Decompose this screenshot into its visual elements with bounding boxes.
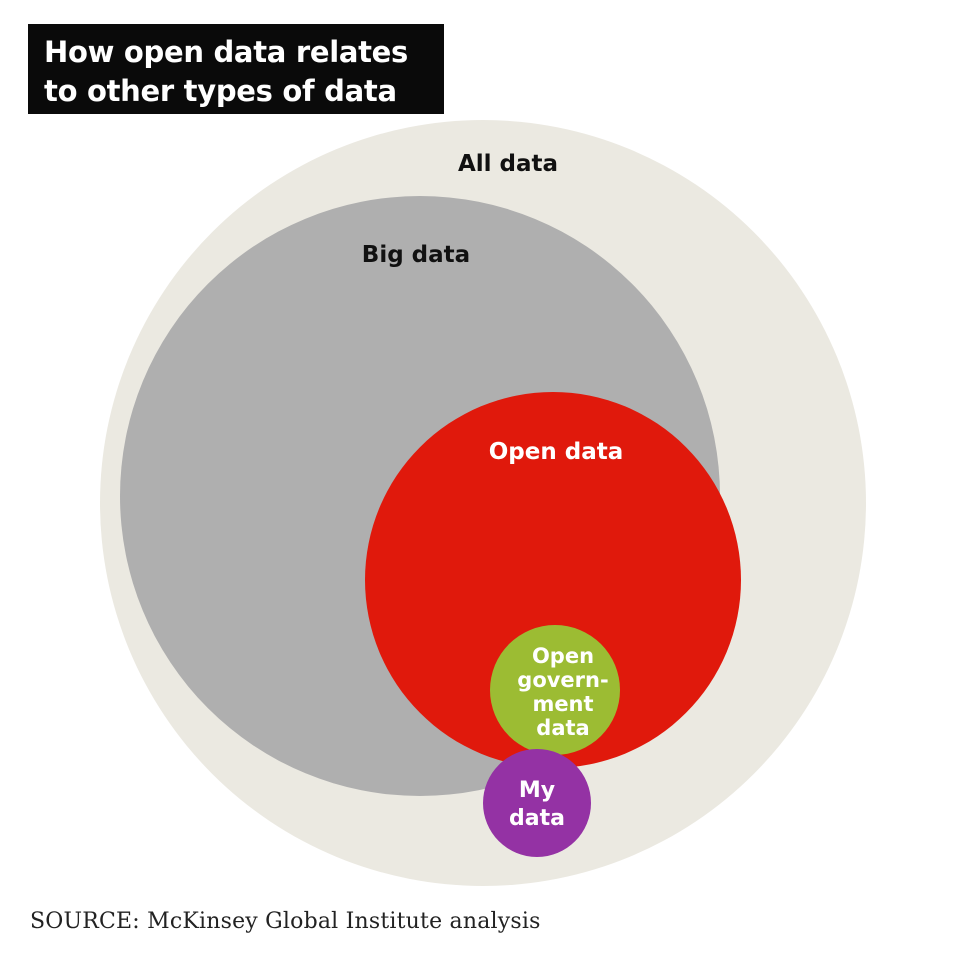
- big-data-label: Big data: [362, 242, 470, 268]
- open-government-data-label-line-4: data: [536, 716, 589, 740]
- open-government-data-label-line-2: govern-: [517, 668, 608, 692]
- open-government-data-circle: [490, 625, 620, 755]
- my-data-circle: [483, 749, 591, 857]
- open-data-circle: [365, 392, 741, 768]
- open-data-label: Open data: [489, 439, 624, 465]
- title-line-1: How open data relates: [44, 35, 409, 69]
- title-box: How open data relates to other types of …: [28, 24, 444, 114]
- title-line-2: to other types of data: [44, 74, 397, 108]
- my-data-label-line-2: data: [509, 806, 565, 831]
- open-government-data-label-line-1: Open: [532, 644, 594, 668]
- source-note: SOURCE: McKinsey Global Institute analys…: [30, 909, 541, 934]
- all-data-label: All data: [458, 151, 558, 177]
- my-data-label-line-1: My: [519, 778, 555, 803]
- open-government-data-label-line-3: ment: [532, 692, 593, 716]
